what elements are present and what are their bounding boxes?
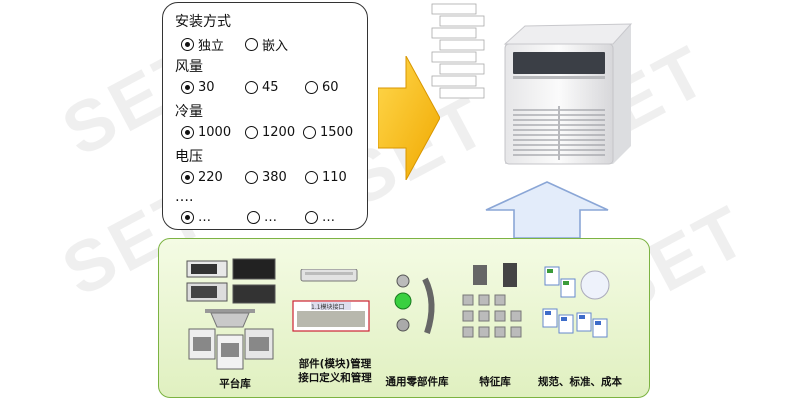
option-cooling-1500[interactable]: 1500 <box>303 125 353 140</box>
blue-up-arrow-icon <box>485 181 609 238</box>
library-panel: 平台库 1.1模块接口 部件(模块)管理 接口定义和管理 通用零部件库 特征库 … <box>158 238 650 398</box>
option-airflow-60[interactable]: 60 <box>305 80 339 95</box>
option-voltage-110[interactable]: 110 <box>305 170 347 185</box>
group-label-cooling: 冷量 <box>175 104 203 120</box>
interface-box-label: 1.1模块接口 <box>311 304 345 311</box>
option-label: … <box>322 210 335 225</box>
radio-icon[interactable] <box>305 81 318 94</box>
group-label-voltage: 电压 <box>175 149 203 165</box>
radio-selected-icon[interactable] <box>181 81 194 94</box>
radio-icon[interactable] <box>303 126 316 139</box>
group-label-more: …. <box>175 189 194 205</box>
radio-icon[interactable] <box>245 126 258 139</box>
option-label: 1200 <box>262 125 296 140</box>
group-label-airflow: 风量 <box>175 59 203 75</box>
option-more-1[interactable]: … <box>181 210 211 225</box>
option-cooling-1000[interactable]: 1000 <box>181 125 231 140</box>
library-label-common-parts: 通用零部件库 <box>385 376 449 388</box>
option-label: 独立 <box>198 39 225 54</box>
radio-icon[interactable] <box>245 81 258 94</box>
option-label: 30 <box>198 80 215 95</box>
option-voltage-220[interactable]: 220 <box>181 170 223 185</box>
yellow-arrow-icon <box>378 56 440 180</box>
radio-icon[interactable] <box>247 211 260 224</box>
option-airflow-45[interactable]: 45 <box>245 80 279 95</box>
option-label: 45 <box>262 80 279 95</box>
option-install-embedded[interactable]: 嵌入 <box>245 35 288 54</box>
spec-stack-icon <box>431 3 485 99</box>
air-conditioner-unit-image <box>503 23 633 165</box>
platform-appliances-image <box>186 258 276 370</box>
option-more-2[interactable]: … <box>247 210 277 225</box>
radio-icon[interactable] <box>245 38 258 51</box>
radio-icon[interactable] <box>305 171 318 184</box>
option-label: 380 <box>262 170 287 185</box>
option-label: 110 <box>322 170 347 185</box>
radio-icon[interactable] <box>305 211 318 224</box>
radio-selected-icon[interactable] <box>181 211 194 224</box>
module-interface-image <box>292 269 370 332</box>
library-label-feature: 特征库 <box>479 376 511 388</box>
option-cooling-1200[interactable]: 1200 <box>245 125 295 140</box>
option-label: … <box>198 210 211 225</box>
option-label: 1500 <box>320 125 354 140</box>
option-label: 60 <box>322 80 339 95</box>
radio-selected-icon[interactable] <box>181 38 194 51</box>
radio-icon[interactable] <box>245 171 258 184</box>
radio-selected-icon[interactable] <box>181 126 194 139</box>
option-voltage-380[interactable]: 380 <box>245 170 287 185</box>
options-panel: 安装方式 独立 嵌入 风量 30 45 60 冷量 1000 1200 1500… <box>162 2 368 230</box>
group-label-install: 安装方式 <box>175 14 231 30</box>
feature-library-image <box>462 263 522 338</box>
option-more-3[interactable]: … <box>305 210 335 225</box>
option-label: 嵌入 <box>262 39 289 54</box>
option-label: 220 <box>198 170 223 185</box>
option-label: 1000 <box>198 125 232 140</box>
library-label-standards: 规范、标准、成本 <box>538 376 622 388</box>
option-install-independent[interactable]: 独立 <box>181 35 224 54</box>
option-label: … <box>264 210 277 225</box>
option-airflow-30[interactable]: 30 <box>181 80 215 95</box>
standards-documents-image <box>542 266 610 338</box>
radio-selected-icon[interactable] <box>181 171 194 184</box>
library-label-module: 部件(模块)管理 接口定义和管理 <box>298 358 372 384</box>
library-label-platform: 平台库 <box>219 378 251 390</box>
common-parts-image <box>394 274 435 334</box>
